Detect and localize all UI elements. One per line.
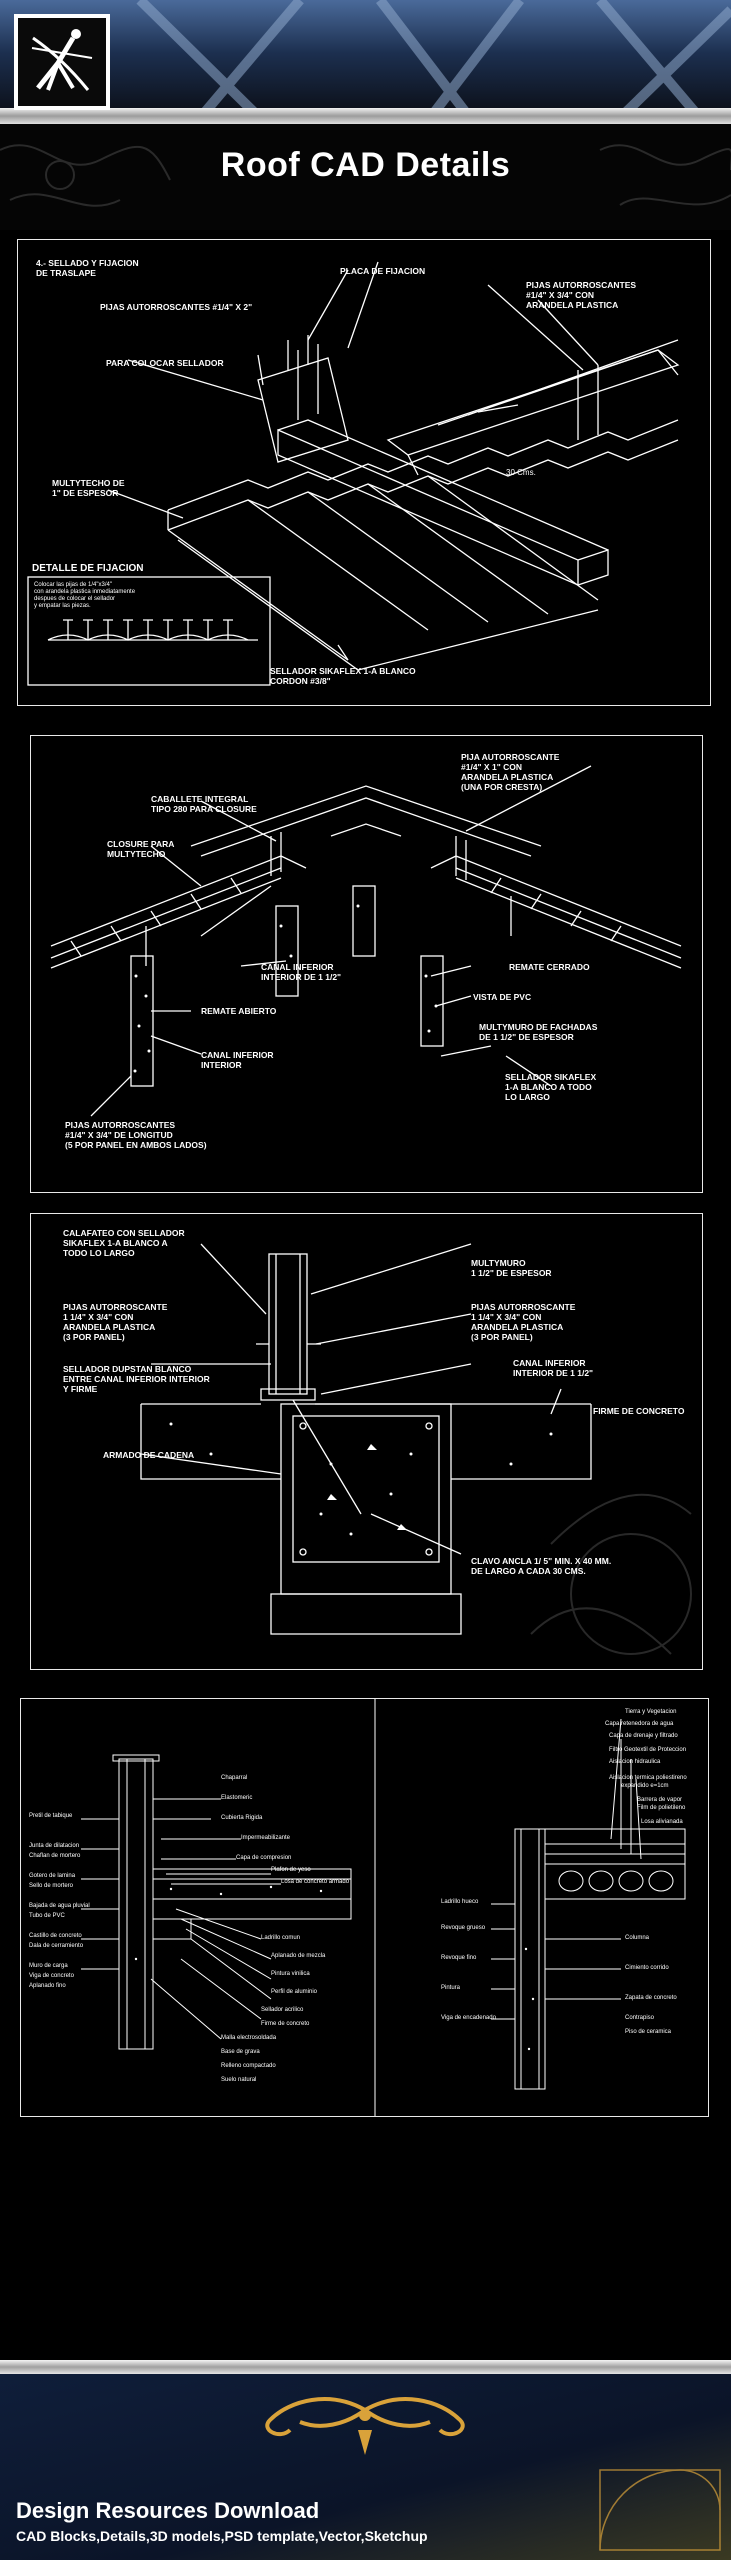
left-side-8: Dala de cerramiento	[29, 1943, 84, 1949]
label-sellador: SELLADOR DUPSTAN BLANCO ENTRE CANAL INFE…	[63, 1364, 210, 1394]
label-calafateo: CALAFATEO CON SELLADOR SIKAFLEX 1-a BLAN…	[63, 1228, 185, 1258]
lap-fixing-drawing	[27, 261, 680, 686]
label-firme: FIRME DE CONCRETO	[593, 1406, 685, 1416]
label-sellador-bottom: SELLADOR SIKAFLEX 1-a BLANCO CORDON #3/8…	[270, 666, 416, 686]
left-side-7: Castillo de concreto	[29, 1933, 82, 1939]
label-note: Colocar las pijas de 1/4"x3/4" con arand…	[34, 582, 136, 609]
label-pijas-right: PIJAS AUTORROSCANTES #1/4" x 3/4" CON AR…	[526, 280, 637, 310]
label-canal-int: CANAL INFERIOR INTERIOR DE 1 1/2"	[261, 962, 342, 982]
label-canal: CANAL INFERIOR INTERIOR DE 1 1/2"	[513, 1358, 594, 1378]
left-label-10: Perfil de aluminio	[271, 1989, 318, 1995]
footer-banner	[0, 2360, 731, 2560]
label-remate-abierto: REMATE ABIERTO	[201, 1006, 277, 1016]
left-side-6: Tubo de PVC	[29, 1913, 65, 1919]
left-label-5: Plafon de yeso	[271, 1867, 311, 1873]
label-vista-pvc: VISTA DE PVC	[473, 992, 532, 1002]
right-label-9: Losa alivianada	[641, 1819, 683, 1825]
panel-wall-section-details[interactable]: Chaparral Elastomeric Cubierta Rigida Im…	[20, 1698, 709, 2117]
label-pijas-left: PIJAS AUTORROSCANTE 1 1/4" x 3/4" CON AR…	[63, 1302, 168, 1342]
header-banner	[0, 0, 731, 230]
label-placa: PLACA DE FIJACION	[340, 266, 426, 276]
left-label-8: Aplanado de mezcla	[271, 1953, 326, 1959]
right-side-7: Zapata de concreto	[625, 1995, 677, 2001]
right-label-1: Capa retenedora de agua	[605, 1721, 674, 1727]
label-caballete: CABALLETE INTEGRAL TIPO 280 PARA CLOSURE	[151, 794, 257, 814]
label-sellador-col: PARA COLOCAR SELLADOR	[106, 358, 224, 368]
left-label-14: Base de grava	[221, 2049, 260, 2055]
right-side-5: Columna	[625, 1935, 650, 1941]
footer-subtitle: CAD Blocks,Details,3D models,PSD templat…	[16, 2528, 428, 2544]
right-label-3: Filtro Geotextil de Proteccion	[609, 1747, 687, 1753]
right-side-6: Cimiento corrido	[625, 1965, 669, 1971]
left-side-3: Gotero de lamina	[29, 1873, 76, 1879]
label-detalle: DETALLE DE FIJACION	[32, 563, 144, 574]
left-side-0: Pretil de tabique	[29, 1813, 73, 1819]
right-label-7: Barrera de vapor	[637, 1797, 683, 1803]
left-label-6: Losa de concreto armado	[281, 1879, 350, 1885]
panel-lap-fixing-detail[interactable]: 4.- SELLADO Y FIJACION DE TRASLAPE PIJAS…	[17, 239, 711, 706]
label-multytecho: MULTYTECHO DE 1" DE ESPESOR	[52, 478, 125, 498]
left-side-9: Muro de carga	[29, 1963, 68, 1969]
left-side-4: Sello de mortero	[29, 1883, 74, 1889]
label-canal-inf: CANAL INFERIOR INTERIOR	[201, 1050, 274, 1070]
left-side-5: Bajada de agua pluvial	[29, 1903, 90, 1909]
left-label-0: Chaparral	[221, 1775, 248, 1781]
lap-heading: 4.- SELLADO Y FIJACION DE TRASLAPE	[36, 258, 139, 278]
archer-icon	[31, 29, 93, 91]
right-side-1: Revoque grueso	[441, 1925, 486, 1931]
label-armado: ARMADO DE CADENA	[103, 1450, 195, 1460]
left-label-9: Pintura vinilica	[271, 1971, 310, 1977]
right-side-3: Pintura	[441, 1985, 461, 1991]
page-title: Roof CAD Details	[220, 146, 511, 184]
panel-ridge-detail[interactable]: PIJA AUTORROSCANTE #1/4" x 1" CON ARANDE…	[30, 735, 703, 1193]
footer-background	[0, 2360, 731, 2560]
right-label-8: Film de polietileno	[637, 1805, 686, 1811]
footer-title: Design Resources Download	[16, 2498, 320, 2523]
right-side-2: Revoque fino	[441, 1955, 477, 1961]
label-pijas-right: PIJAS AUTORROSCANTE 1 1/4" x 3/4" CON AR…	[471, 1302, 576, 1342]
left-label-15: Relleno compactado	[221, 2063, 276, 2069]
label-cms: 30 Cms.	[506, 468, 536, 477]
left-label-13: Malla electrosoldada	[221, 2035, 277, 2041]
right-side-8: Contrapiso	[625, 2015, 655, 2021]
right-side-0: Ladrillo hueco	[441, 1899, 479, 1905]
right-label-5: Aislacion termica poliestireno	[609, 1775, 687, 1781]
right-label-6: expandido e=1cm	[621, 1783, 669, 1789]
left-side-11: Aplanado fino	[29, 1983, 66, 1989]
label-multymuro: MULTYMURO DE FACHADAS DE 1 1/2" DE ESPES…	[479, 1022, 598, 1042]
archer-logo[interactable]	[14, 14, 110, 110]
right-label-0: Tierra y Vegetacion	[625, 1709, 677, 1715]
wall-base-drawing	[140, 1243, 692, 1655]
label-pijas-top: PIJAS AUTORROSCANTES #1/4" x 2"	[100, 302, 253, 312]
left-label-7: Ladrillo comun	[261, 1935, 301, 1941]
label-remate-cerrado: REMATE CERRADO	[509, 962, 590, 972]
left-label-12: Firme de concreto	[261, 2021, 310, 2027]
right-side-4: Viga de encadenado	[441, 2015, 496, 2021]
ridge-drawing	[50, 765, 682, 1117]
left-side-10: Viga de concreto	[29, 1973, 74, 1979]
left-label-3: Impermeabilizante	[241, 1835, 291, 1841]
header-background	[0, 0, 731, 230]
left-label-2: Cubierta Rigida	[221, 1815, 263, 1821]
panel-wall-base-detail[interactable]: CALAFATEO CON SELLADOR SIKAFLEX 1-a BLAN…	[30, 1213, 703, 1670]
right-label-4: Aislacion hidraulica	[609, 1759, 661, 1765]
left-side-1: Junta de dilatacion	[29, 1843, 80, 1849]
label-pija-top: PIJA AUTORROSCANTE #1/4" x 1" CON ARANDE…	[461, 752, 560, 792]
right-label-2: Capa de drenaje y filtrado	[609, 1733, 678, 1739]
label-sellador: SELLADOR SIKAFLEX 1-a BLANCO A TODO LO L…	[505, 1072, 597, 1102]
left-label-4: Capa de compresion	[236, 1855, 292, 1861]
label-clavo: CLAVO ANCLA 1/ 5" MIN. X 40 MM. DE LARGO…	[471, 1556, 612, 1576]
label-closure: CLOSURE PARA MULTYTECHO	[107, 839, 175, 859]
left-label-1: Elastomeric	[221, 1795, 253, 1801]
label-pijas-bottom: PIJAS AUTORROSCANTES #1/4" x 3/4" DE LON…	[65, 1120, 207, 1150]
wall-section-drawing	[81, 1699, 686, 2116]
label-multymuro: MULTYMURO 1 1/2" DE ESPESOR	[471, 1258, 552, 1278]
left-label-16: Suelo natural	[221, 2077, 257, 2083]
right-side-9: Piso de ceramica	[625, 2029, 672, 2035]
left-label-11: Sellador acrilico	[261, 2007, 304, 2013]
left-side-2: Chaflan de mortero	[29, 1853, 81, 1859]
